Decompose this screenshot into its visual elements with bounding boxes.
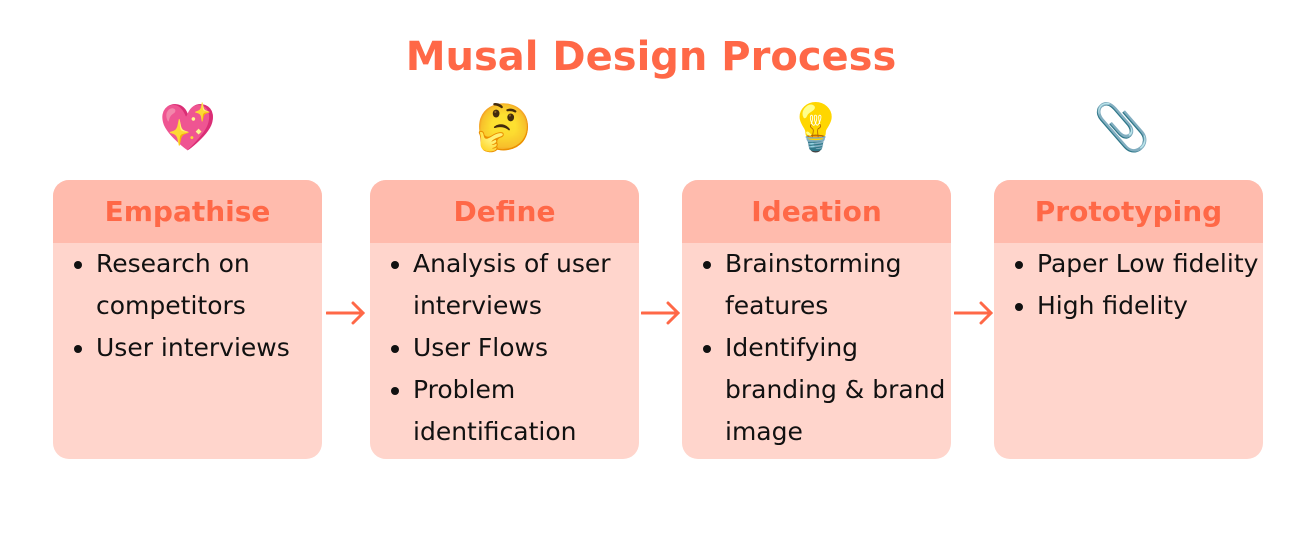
stage-title: Ideation bbox=[682, 180, 951, 243]
light-bulb-icon: 💡 bbox=[787, 100, 845, 154]
paperclip-icon: 📎 bbox=[1093, 100, 1151, 154]
stage-title: Define bbox=[370, 180, 639, 243]
arrow-right-icon bbox=[326, 301, 366, 325]
list-item: Paper Low fidelity bbox=[1037, 243, 1263, 285]
stage-items: Brainstorming features Identifying brand… bbox=[682, 243, 951, 453]
list-item: High fidelity bbox=[1037, 285, 1263, 327]
list-item: User interviews bbox=[96, 327, 322, 369]
list-item: Brainstorming features bbox=[725, 243, 951, 327]
stage-title: Prototyping bbox=[994, 180, 1263, 243]
arrow-right-icon bbox=[641, 301, 681, 325]
list-item: User Flows bbox=[413, 327, 639, 369]
thinking-face-icon: 🤔 bbox=[475, 100, 533, 154]
list-item: Analysis of user interviews bbox=[413, 243, 639, 327]
stage-prototyping: Prototyping Paper Low fidelity High fide… bbox=[994, 180, 1263, 459]
arrow-right-icon bbox=[954, 301, 994, 325]
list-item: Research on competitors bbox=[96, 243, 322, 327]
stage-empathise: Empathise Research on competitors User i… bbox=[53, 180, 322, 459]
stage-title: Empathise bbox=[53, 180, 322, 243]
stage-define: Define Analysis of user interviews User … bbox=[370, 180, 639, 459]
stage-items: Analysis of user interviews User Flows P… bbox=[370, 243, 639, 453]
list-item: Problem identification bbox=[413, 369, 639, 453]
list-item: Identifying branding & brand image bbox=[725, 327, 951, 453]
sparkling-heart-icon: 💖 bbox=[159, 100, 217, 154]
stage-items: Paper Low fidelity High fidelity bbox=[994, 243, 1263, 327]
stage-ideation: Ideation Brainstorming features Identify… bbox=[682, 180, 951, 459]
stage-items: Research on competitors User interviews bbox=[53, 243, 322, 369]
diagram-title: Musal Design Process bbox=[405, 34, 897, 80]
